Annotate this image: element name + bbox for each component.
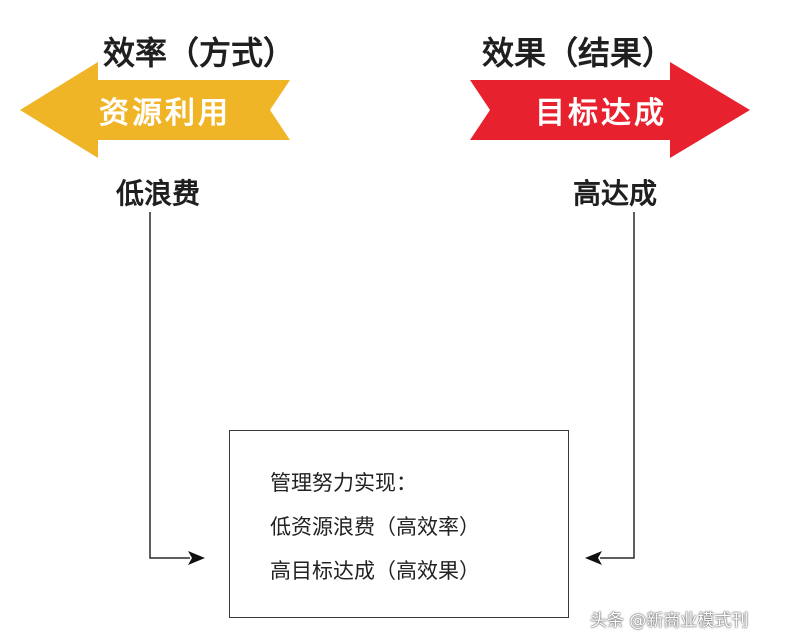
summary-heading: 管理努力实现： [270,471,417,495]
summary-box: 管理努力实现： 低资源浪费（高效率） 高目标达成（高效果） [229,430,569,618]
low-waste-label: 低浪费 [116,177,201,210]
right-connector [600,212,635,559]
goal-achievement-label: 目标达成 [535,96,667,131]
right-arrow-shape [470,62,750,158]
left-arrowhead-icon [188,551,205,565]
summary-line-effectiveness: 高目标达成（高效果） [270,559,480,583]
left-arrow-shape [20,62,290,158]
efficiency-title: 效率（方式） [103,34,296,72]
resource-use-label: 资源利用 [99,96,231,131]
watermark: 头条 @新商业模式刊 [590,611,749,631]
effectiveness-title: 效果（结果） [482,34,675,72]
right-arrowhead-icon [585,551,602,565]
left-connector [149,212,190,559]
high-achievement-label: 高达成 [573,177,658,210]
summary-line-efficiency: 低资源浪费（高效率） [270,515,480,539]
